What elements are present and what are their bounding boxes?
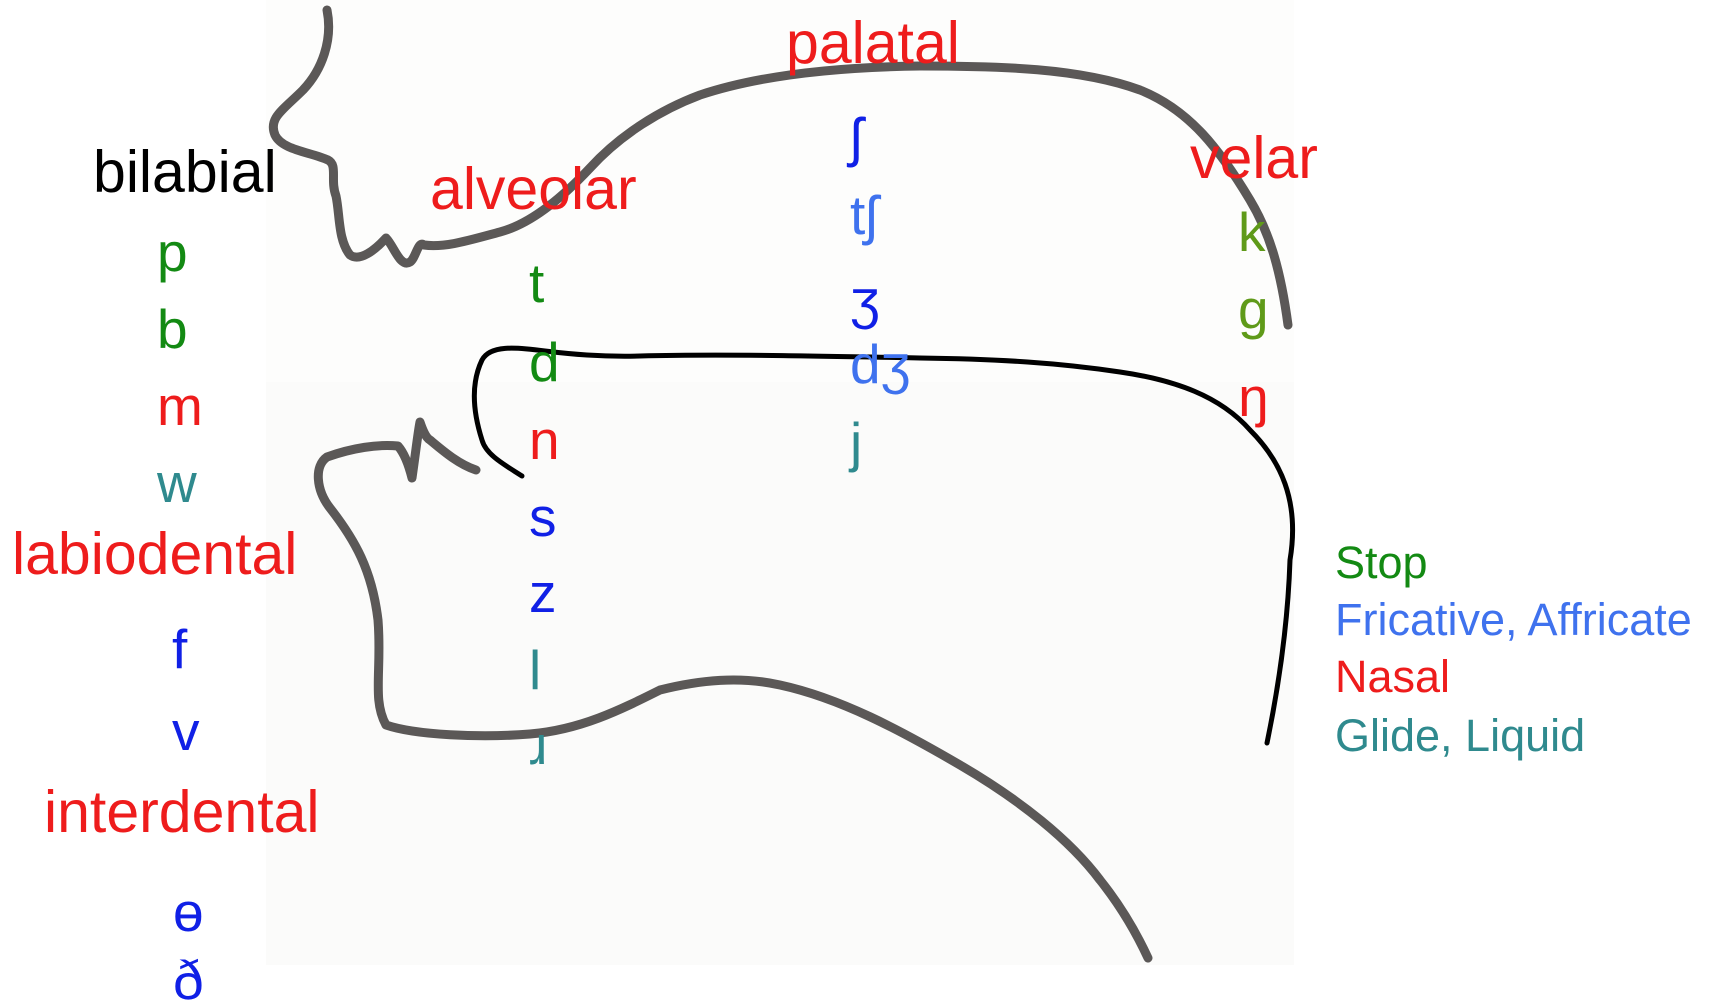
- lower-jaw-outline: [313, 417, 1153, 963]
- symbol-bilabial-p: p: [157, 221, 188, 283]
- symbol-velar-eng: ŋ: [1238, 366, 1269, 428]
- legend-stop: Stop: [1335, 537, 1428, 588]
- legend-nasal: Nasal: [1335, 651, 1451, 702]
- place-label-bilabial: bilabial: [93, 139, 277, 205]
- place-label-labiodental: labiodental: [12, 521, 298, 587]
- legend-fricative-affricate: Fricative, Affricate: [1335, 594, 1692, 645]
- legend-glide-liquid: Glide, Liquid: [1335, 710, 1586, 761]
- symbol-labiodental-v: v: [172, 700, 200, 762]
- symbol-velar-g: g: [1238, 278, 1269, 340]
- symbol-bilabial-w: w: [157, 452, 197, 514]
- place-label-alveolar: alveolar: [430, 156, 637, 222]
- paper-background-lower: [266, 382, 1294, 965]
- place-label-palatal: palatal: [786, 10, 960, 76]
- symbol-alveolar-d: d: [529, 331, 560, 393]
- symbol-alveolar-z: z: [529, 562, 557, 624]
- symbol-labiodental-f: f: [172, 618, 188, 680]
- symbol-alveolar-n: n: [529, 409, 560, 471]
- place-label-velar: velar: [1190, 125, 1318, 191]
- symbol-palatal-dezh: dʒ: [850, 333, 911, 395]
- symbol-velar-k: k: [1238, 201, 1266, 263]
- symbol-bilabial-b: b: [157, 298, 188, 360]
- symbol-alveolar-t: t: [529, 252, 545, 314]
- symbol-bilabial-m: m: [157, 375, 203, 437]
- symbol-palatal-j: j: [850, 411, 863, 473]
- symbol-interdental-eth: ð: [173, 949, 204, 1006]
- symbol-alveolar-l: l: [529, 639, 542, 701]
- symbol-palatal-esh: ʃ: [850, 106, 863, 168]
- symbol-palatal-ezh: ʒ: [850, 268, 880, 330]
- symbol-alveolar-r: ɹ: [529, 714, 548, 776]
- symbol-alveolar-s: s: [529, 486, 557, 548]
- place-label-interdental: interdental: [44, 779, 320, 845]
- symbol-interdental-theta: ɵ: [173, 881, 204, 943]
- symbol-palatal-tesh: tʃ: [850, 184, 878, 246]
- upper-head-outline: [268, 5, 1293, 330]
- tongue-outline: [472, 345, 1296, 746]
